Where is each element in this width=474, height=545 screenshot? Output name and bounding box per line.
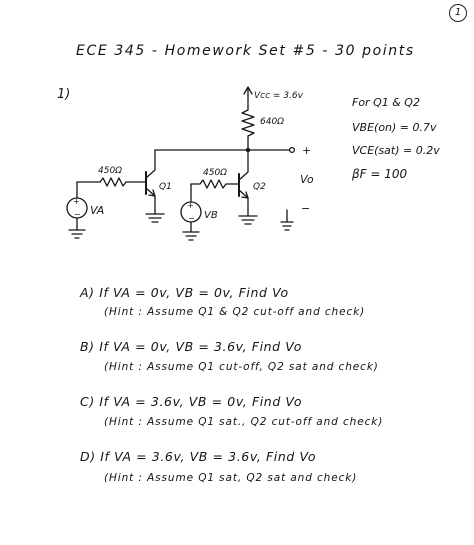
output-minus: −: [301, 202, 310, 215]
spec-header: For Q1 & Q2: [352, 96, 420, 109]
q2-label: Q2: [253, 182, 266, 192]
output-ground: [280, 209, 294, 231]
va-source: [66, 197, 88, 219]
q2-collector: [238, 149, 249, 181]
page-number: 1: [449, 4, 467, 22]
question-d: D) If VA = 3.6v, VB = 3.6v, Find Vo: [80, 449, 317, 464]
vcc-arrow: [243, 86, 253, 107]
page-title: ECE 345 - Homework Set #5 - 30 points: [76, 43, 415, 59]
question-b: B) If VA = 0v, VB = 3.6v, Find Vo: [80, 339, 302, 354]
q1-emitter-arrow: [148, 189, 156, 197]
hint-b: (Hint : Assume Q1 cut-off, Q2 sat and ch…: [104, 361, 379, 373]
svg-text:−: −: [74, 210, 81, 219]
q2-ground: [238, 215, 258, 225]
rb1-label: 450Ω: [98, 166, 122, 176]
va-label: VA: [90, 204, 104, 217]
vo-label: Vo: [300, 173, 314, 186]
question-c: C) If VA = 3.6v, VB = 0v, Find Vo: [80, 394, 303, 409]
collector-resistor: [241, 105, 255, 151]
hint-d: (Hint : Assume Q1 sat, Q2 sat and check): [104, 472, 358, 484]
spec-vbe: VBE(on) = 0.7v: [352, 121, 437, 134]
vb-label: VB: [204, 210, 218, 221]
hint-a: (Hint : Assume Q1 & Q2 cut-off and check…: [104, 306, 366, 318]
vcc-label: Vcc = 3.6v: [254, 91, 304, 101]
output-plus: +: [302, 144, 311, 157]
q1-ground: [145, 213, 165, 223]
circuit-diagram: Vcc = 3.6v 640Ω + Vo − Q1 450Ω + − VA Q2…: [66, 86, 314, 241]
vb-source: [180, 201, 202, 223]
q1-label: Q1: [159, 182, 172, 192]
hint-c: (Hint : Assume Q1 sat., Q2 cut-off and c…: [104, 416, 384, 428]
question-a: A) If VA = 0v, VB = 0v, Find Vo: [80, 285, 289, 300]
rb2-resistor: [190, 179, 240, 189]
svg-text:+: +: [73, 197, 80, 206]
spec-beta: βF = 100: [352, 167, 408, 181]
spec-vce: VCE(sat) = 0.2v: [352, 144, 440, 157]
va-ground: [68, 229, 86, 239]
q2-emitter-arrow: [241, 191, 249, 199]
svg-text:+: +: [187, 201, 194, 210]
vb-ground: [182, 231, 200, 241]
problem-number: 1): [57, 87, 71, 102]
rb2-label: 450Ω: [203, 168, 227, 178]
rb1-resistor: [76, 177, 147, 187]
output-terminal: [288, 146, 296, 154]
q1-collector: [145, 149, 156, 179]
svg-text:−: −: [188, 214, 195, 223]
rc-label: 640Ω: [260, 117, 284, 127]
